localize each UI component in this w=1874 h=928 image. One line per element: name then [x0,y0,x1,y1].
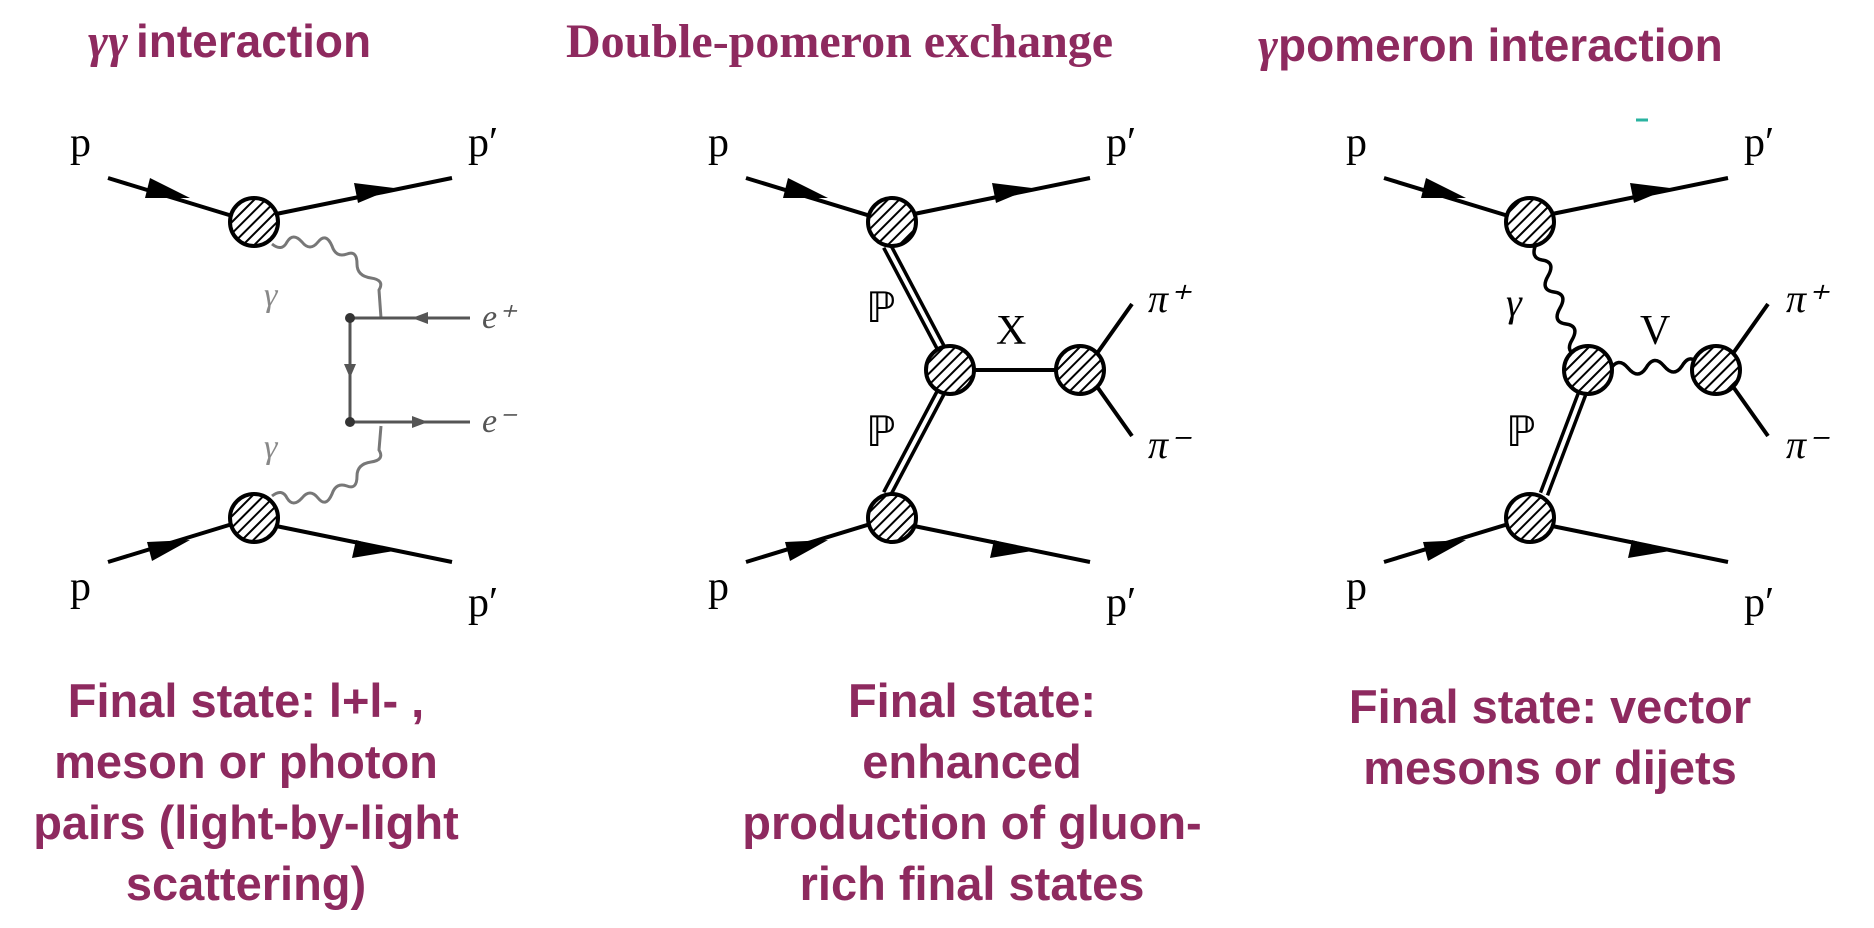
label-p-out-top: p′ [468,120,498,166]
proton-line-in-top [745,176,891,224]
label-pi-minus: π⁻ [1786,422,1830,467]
gamma-gamma-diagram: p p′ p p′ γ γ e⁺ e⁻ [70,120,518,626]
pi-plus-line [1096,302,1134,354]
arrow-icon [344,364,356,378]
caption-line: scattering) [125,857,367,910]
pi-minus-line [1732,386,1770,438]
caption-line: enhanced [862,735,1082,788]
proton-vertex-blob [1504,492,1556,544]
central-vertex-blob [924,344,976,396]
photon-line [1532,243,1577,356]
label-pi-plus: π⁺ [1786,276,1830,321]
caption-line: mesons or dijets [1363,741,1737,794]
gamma-gamma-caption: Final state: l+l- , meson or photon pair… [0,670,492,914]
label-gamma: γ [1506,280,1523,325]
label-pi-plus: π⁺ [1148,276,1192,321]
caption-line: Final state: vector [1348,680,1752,733]
proton-line-in-bot [1383,516,1529,564]
arrow-icon [1423,540,1466,561]
caption-line: pairs (light-by-light [33,796,459,849]
arrow-icon [783,178,828,198]
gamma-pomeron-title: γpomeron interaction [1258,18,1723,73]
proton-line-in-bot [745,516,891,564]
gamma-pomeron-title-text: pomeron interaction [1277,19,1723,71]
vector-meson-line [1608,357,1695,376]
double-pomeron-title: Double-pomeron exchange [566,15,1114,68]
pi-minus-line [1096,386,1134,438]
photon-line-bot [271,425,383,505]
proton-vertex-blob [228,196,280,248]
proton-vertex-blob [866,196,918,248]
gamma-gamma-title-text: interaction [135,15,372,67]
arrow-icon [1628,540,1670,558]
label-pi-minus: π⁻ [1148,422,1192,467]
label-p-in-bot: p [1346,564,1367,610]
caption-line: meson or photon [54,735,438,788]
double-pomeron-diagram: p p′ p p′ ℙ ℙ X π⁺ π⁻ [708,120,1192,626]
label-p-out-top: p′ [1106,120,1136,166]
proton-vertex-blob [866,492,918,544]
gamma-pomeron-caption: Final state: vector mesons or dijets [1300,676,1800,798]
label-p-out-bot: p′ [468,580,498,626]
label-pomeron-top: ℙ [866,286,895,332]
caption-line: production of gluon- [742,796,1202,849]
arrow-icon [1630,183,1670,203]
label-gamma-bot: γ [264,429,279,466]
decay-vertex-blob [1690,344,1742,396]
label-p-out-bot: p′ [1106,580,1136,626]
label-pomeron: ℙ [1506,410,1535,456]
label-x: X [996,308,1026,354]
label-e-minus: e⁻ [482,403,518,440]
arrow-icon [992,183,1032,203]
gamma-pomeron-diagram: p p′ p p′ γ ℙ V π⁺ π⁻ [1346,118,1830,626]
photon-line-top [271,235,383,319]
vertex-dot [345,417,355,427]
caption-line: Final state: l+l- , [67,674,425,727]
vertex-dot [345,313,355,323]
label-p-out-bot: p′ [1744,580,1774,626]
arrow-icon [147,540,190,561]
arrow-icon [412,312,428,324]
label-p-in-bot: p [708,564,729,610]
arrow-icon [352,540,394,558]
gamma-gamma-title: γγ interaction [88,14,371,69]
proton-vertex-blob [1504,196,1556,248]
proton-line-in-top [1383,176,1529,224]
gamma-pomeron-symbol: γ [1258,19,1278,72]
pi-plus-line [1732,302,1770,354]
caption-line: rich final states [799,857,1145,910]
gamma-gamma-symbol: γγ [88,15,128,68]
label-p-in-top: p [708,120,729,166]
proton-line-in-top [107,176,253,224]
label-v: V [1640,308,1670,354]
arrow-icon [412,416,428,428]
proton-line-in-bot [107,516,253,564]
arrow-icon [1421,178,1466,198]
central-vertex-blob [1562,344,1614,396]
label-p-in-bot: p [70,564,91,610]
label-pomeron-bot: ℙ [866,410,895,456]
label-p-out-top: p′ [1744,120,1774,166]
arrow-icon [785,540,828,561]
label-e-plus: e⁺ [482,299,518,336]
caption-line: Final state: [847,674,1097,727]
arrow-icon [990,540,1032,558]
arrow-icon [145,178,190,198]
label-p-in-top: p [1346,120,1367,166]
arrow-icon [354,183,394,203]
label-p-in-top: p [70,120,91,166]
double-pomeron-caption: Final state: enhanced production of gluo… [722,670,1222,914]
proton-vertex-blob [228,492,280,544]
label-gamma-top: γ [264,277,279,314]
decay-vertex-blob [1054,344,1106,396]
